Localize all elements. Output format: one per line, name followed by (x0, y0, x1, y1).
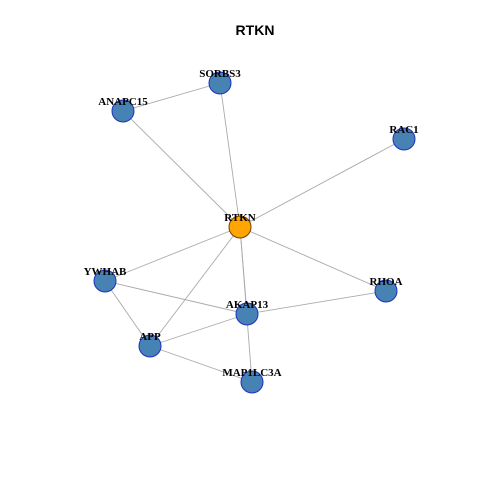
node-circle-akap13[interactable] (235, 302, 259, 326)
node-rhoa[interactable]: RHOA (370, 276, 403, 303)
node-sorbs3[interactable]: SORBS3 (199, 68, 241, 95)
edge-akap13-app (149, 313, 248, 347)
edge-rhoa-akap13 (246, 290, 387, 315)
edge-rac1-rtkn (239, 138, 405, 228)
node-circle-rac1[interactable] (392, 127, 416, 151)
node-label-ywhab: YWHAB (84, 266, 127, 278)
node-rac1[interactable]: RAC1 (389, 124, 419, 151)
node-circle-anapc15[interactable] (111, 99, 135, 123)
graph-title: RTKN (236, 22, 275, 38)
edge-anapc15-rtkn (122, 110, 241, 228)
node-label-akap13: AKAP13 (226, 299, 269, 311)
edge-sorbs3-rtkn (219, 82, 241, 228)
edge-sorbs3-anapc15 (122, 82, 221, 112)
node-circle-rtkn[interactable] (228, 215, 252, 239)
node-circle-map1lc3a[interactable] (240, 370, 264, 394)
node-label-map1lc3a: MAP1LC3A (222, 367, 281, 379)
node-ywhab[interactable]: YWHAB (84, 266, 127, 293)
node-label-sorbs3: SORBS3 (199, 68, 241, 80)
node-circle-sorbs3[interactable] (208, 71, 232, 95)
node-circle-app[interactable] (138, 334, 162, 358)
node-label-rac1: RAC1 (389, 124, 418, 136)
edge-ywhab-app (104, 280, 151, 347)
node-circle-ywhab[interactable] (93, 269, 117, 293)
node-anapc15[interactable]: ANAPC15 (98, 96, 148, 123)
edge-app-map1lc3a (149, 345, 253, 383)
edges-layer (104, 82, 405, 383)
node-circle-rhoa[interactable] (374, 279, 398, 303)
node-app[interactable]: APP (138, 331, 162, 358)
edge-ywhab-akap13 (104, 280, 248, 315)
node-akap13[interactable]: AKAP13 (226, 299, 269, 326)
node-label-anapc15: ANAPC15 (98, 96, 148, 108)
edge-rtkn-app (149, 226, 241, 347)
node-label-rtkn: RTKN (224, 212, 255, 224)
node-label-rhoa: RHOA (370, 276, 403, 288)
node-label-app: APP (139, 331, 161, 343)
edge-rtkn-rhoa (239, 226, 387, 292)
node-rtkn[interactable]: RTKN (224, 212, 256, 239)
edge-rtkn-ywhab (104, 226, 241, 282)
node-map1lc3a[interactable]: MAP1LC3A (222, 367, 282, 394)
